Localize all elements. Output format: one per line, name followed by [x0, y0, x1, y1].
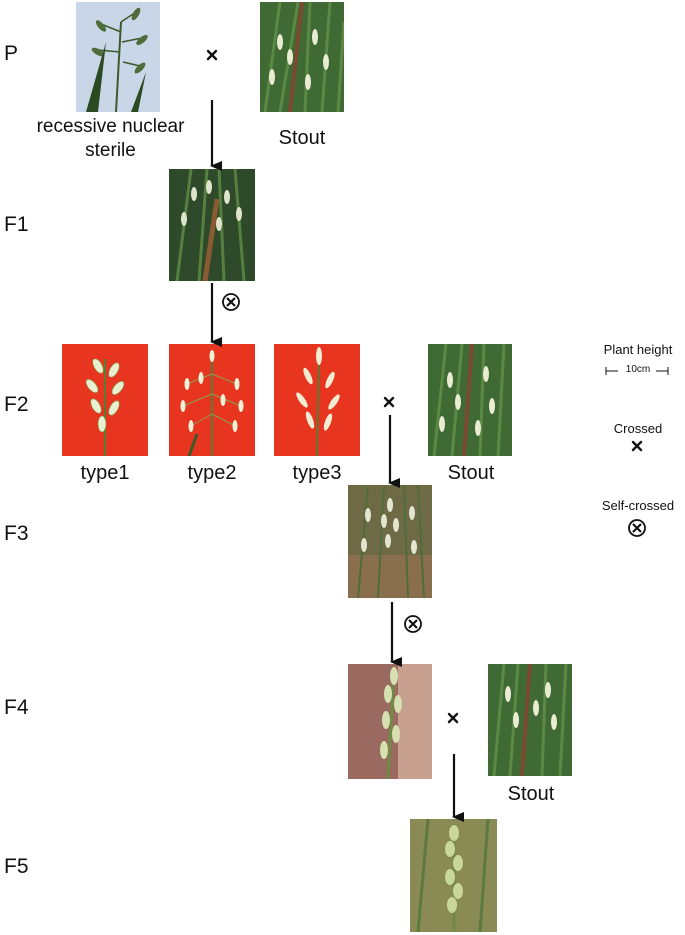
cross-icon: [383, 396, 395, 408]
label-type3: type3: [292, 462, 342, 484]
legend-scale-value: 10cm: [625, 364, 651, 375]
photo-stout-p: [260, 2, 344, 112]
photo-f5: [410, 819, 497, 932]
legend-crossed: Crossed: [613, 421, 663, 436]
legend-self-crossed: Self-crossed: [601, 498, 675, 513]
generation-label-f4: F4: [4, 696, 29, 719]
photo-f2-type3: [274, 344, 360, 456]
label-type2: type2: [187, 462, 237, 484]
generation-label-f3: F3: [4, 522, 29, 545]
cross-icon: [631, 440, 643, 452]
photo-stout-f2: [428, 344, 512, 456]
self-cross-icon: [404, 615, 422, 633]
photo-f1: [169, 169, 255, 281]
label-stout-p: Stout: [278, 127, 326, 149]
cross-icon: [206, 49, 218, 61]
self-cross-icon: [222, 293, 240, 311]
photo-f2-type1: [62, 344, 148, 456]
generation-label-f1: F1: [4, 213, 29, 236]
photo-stout-f4: [488, 664, 572, 776]
label-stout-f4: Stout: [507, 783, 555, 805]
self-cross-icon: [628, 519, 646, 537]
generation-label-f2: F2: [4, 393, 29, 416]
photo-f3: [348, 485, 432, 598]
scale-bar-icon: [605, 367, 669, 375]
legend-plant-height: Plant height: [603, 342, 673, 357]
photo-f4: [348, 664, 432, 779]
label-stout-f2: Stout: [447, 462, 495, 484]
label-type1: type1: [80, 462, 130, 484]
cross-icon: [447, 712, 459, 724]
label-recessive-nuclear-sterile: recessive nuclear sterile: [36, 116, 185, 161]
generation-label-p: P: [4, 42, 19, 65]
generation-label-f5: F5: [4, 855, 29, 878]
photo-f2-type2: [169, 344, 255, 456]
photo-sterile-parent: [76, 2, 160, 112]
